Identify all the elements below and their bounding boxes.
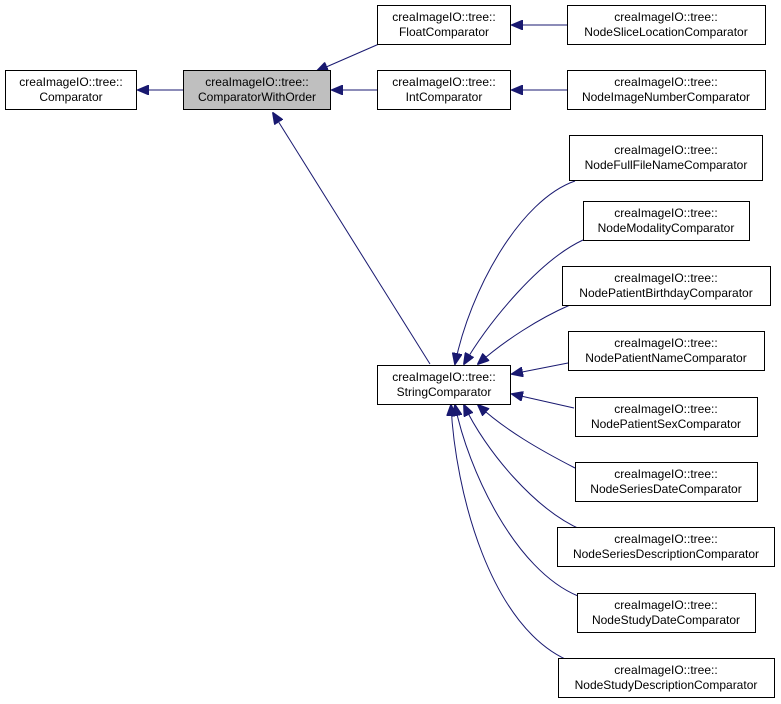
edge-floatcomparator-to-comparatorwithorder	[317, 43, 380, 71]
edge-nodepatientbirthday-to-stringcomparator	[478, 304, 571, 364]
class-node-comparator[interactable]: creaImageIO::tree:: Comparator	[5, 70, 137, 110]
class-node-line-2: NodePatientBirthdayComparator	[579, 286, 752, 300]
class-node-line-2: Comparator	[39, 90, 102, 104]
class-node-nodeseriesdatecomparator[interactable]: creaImageIO::tree:: NodeSeriesDateCompar…	[575, 462, 758, 502]
edge-nodeseriesdescription-to-stringcomparator	[464, 405, 583, 531]
class-node-line-1: creaImageIO::tree::	[614, 402, 717, 416]
class-node-stringcomparator[interactable]: creaImageIO::tree:: StringComparator	[377, 365, 511, 405]
edge-nodestudydescription-to-stringcomparator	[451, 405, 573, 663]
class-node-nodepatientsexcomparator[interactable]: creaImageIO::tree:: NodePatientSexCompar…	[575, 397, 758, 437]
class-node-line-1: creaImageIO::tree::	[614, 467, 717, 481]
edge-nodepatientsex-to-stringcomparator	[512, 394, 575, 409]
class-node-line-2: NodeSeriesDateComparator	[590, 482, 741, 496]
class-node-nodeimagenumbercomparator[interactable]: creaImageIO::tree:: NodeImageNumberCompa…	[567, 70, 766, 110]
class-node-line-2: NodeSeriesDescriptionComparator	[573, 547, 759, 561]
class-node-line-2: NodeFullFileNameComparator	[585, 158, 748, 172]
class-node-nodestudydatecomparator[interactable]: creaImageIO::tree:: NodeStudyDateCompara…	[577, 593, 756, 633]
class-node-line-2: NodeModalityComparator	[598, 221, 735, 235]
edge-nodestudydate-to-stringcomparator	[455, 405, 579, 597]
class-node-line-1: creaImageIO::tree::	[614, 532, 717, 546]
edges	[138, 25, 584, 663]
class-node-nodepatientnamecomparator[interactable]: creaImageIO::tree:: NodePatientNameCompa…	[568, 331, 765, 371]
edge-nodemodality-to-stringcomparator	[464, 239, 584, 364]
class-node-line-1: creaImageIO::tree::	[614, 663, 717, 677]
class-node-line-1: creaImageIO::tree::	[614, 75, 717, 89]
class-node-intcomparator[interactable]: creaImageIO::tree:: IntComparator	[377, 70, 511, 110]
class-node-line-2: NodeImageNumberComparator	[582, 90, 750, 104]
class-node-line-2: IntComparator	[406, 90, 483, 104]
class-node-line-1: creaImageIO::tree::	[614, 10, 717, 24]
edge-stringcomparator-to-comparatorwithorder	[273, 113, 431, 365]
class-node-nodeslicelocationcomparator[interactable]: creaImageIO::tree:: NodeSliceLocationCom…	[567, 5, 766, 45]
class-node-line-2: NodePatientNameComparator	[585, 351, 746, 365]
class-node-line-1: creaImageIO::tree::	[614, 206, 717, 220]
class-node-line-2: NodeSliceLocationComparator	[584, 25, 747, 39]
class-node-nodefullfilenamecomparator[interactable]: creaImageIO::tree:: NodeFullFileNameComp…	[569, 135, 763, 181]
class-node-nodestudydescriptioncomparator[interactable]: creaImageIO::tree:: NodeStudyDescription…	[558, 658, 775, 698]
edge-nodefullfilename-to-stringcomparator	[455, 180, 576, 364]
class-node-line-2: ComparatorWithOrder	[198, 90, 316, 104]
class-node-nodemodalitycomparator[interactable]: creaImageIO::tree:: NodeModalityComparat…	[583, 201, 750, 241]
class-node-nodepatientbirthdaycomparator[interactable]: creaImageIO::tree:: NodePatientBirthdayC…	[562, 266, 771, 306]
class-node-line-1: creaImageIO::tree::	[614, 271, 717, 285]
class-node-line-1: creaImageIO::tree::	[205, 75, 308, 89]
class-node-comparatorwithorder[interactable]: creaImageIO::tree:: ComparatorWithOrder	[183, 70, 331, 110]
class-node-line-1: creaImageIO::tree::	[392, 75, 495, 89]
class-node-line-1: creaImageIO::tree::	[614, 598, 717, 612]
class-node-line-1: creaImageIO::tree::	[19, 75, 122, 89]
class-node-line-2: NodePatientSexComparator	[591, 417, 741, 431]
class-node-line-1: creaImageIO::tree::	[614, 336, 717, 350]
class-node-line-1: creaImageIO::tree::	[614, 143, 717, 157]
edge-nodepatientname-to-stringcomparator	[512, 362, 569, 374]
edge-nodeseriesdate-to-stringcomparator	[478, 405, 576, 469]
class-node-line-2: NodeStudyDateComparator	[592, 613, 740, 627]
class-node-line-1: creaImageIO::tree::	[392, 370, 495, 384]
class-node-line-2: FloatComparator	[399, 25, 489, 39]
class-node-line-2: StringComparator	[397, 385, 492, 399]
class-node-floatcomparator[interactable]: creaImageIO::tree:: FloatComparator	[377, 5, 511, 45]
class-node-nodeseriesdescriptioncomparator[interactable]: creaImageIO::tree:: NodeSeriesDescriptio…	[557, 527, 775, 567]
class-node-line-2: NodeStudyDescriptionComparator	[575, 678, 758, 692]
class-node-line-1: creaImageIO::tree::	[392, 10, 495, 24]
